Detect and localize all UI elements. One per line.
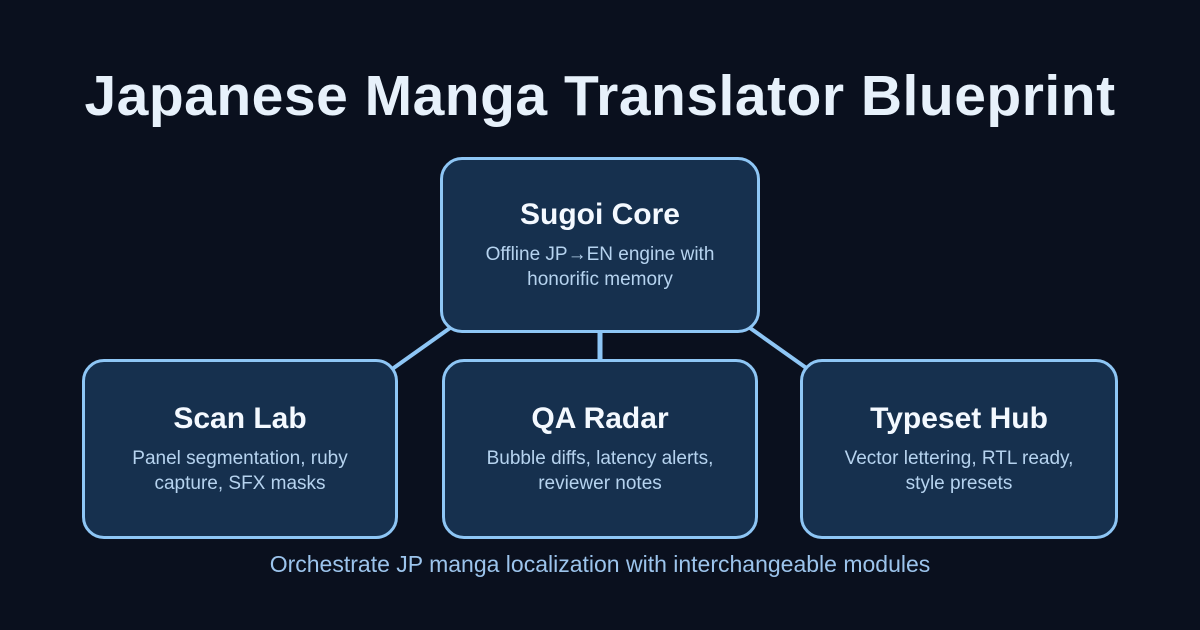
connector-core-to-typeset	[748, 326, 814, 374]
node-title: Typeset Hub	[870, 401, 1048, 435]
node-description: Vector lettering, RTL ready, style prese…	[844, 448, 1074, 495]
node-typeset-hub: Typeset Hub Vector lettering, RTL ready,…	[800, 359, 1118, 539]
node-qa-radar: QA Radar Bubble diffs, latency alerts, r…	[442, 359, 758, 539]
page-title: Japanese Manga Translator Blueprint	[84, 64, 1116, 128]
node-description: Panel segmentation, ruby capture, SFX ma…	[132, 448, 348, 495]
node-title: Scan Lab	[173, 401, 307, 435]
node-description: Offline JP→EN engine with honorific memo…	[485, 244, 715, 291]
node-sugoi-core: Sugoi Core Offline JP→EN engine with hon…	[440, 157, 760, 333]
node-title: QA Radar	[531, 401, 669, 435]
node-scan-lab: Scan Lab Panel segmentation, ruby captur…	[82, 359, 398, 539]
node-title: Sugoi Core	[519, 197, 680, 231]
connector-core-to-scan	[386, 326, 452, 374]
node-description: Bubble diffs, latency alerts, reviewer n…	[486, 448, 714, 495]
footer-caption: Orchestrate JP manga localization with i…	[269, 551, 931, 577]
